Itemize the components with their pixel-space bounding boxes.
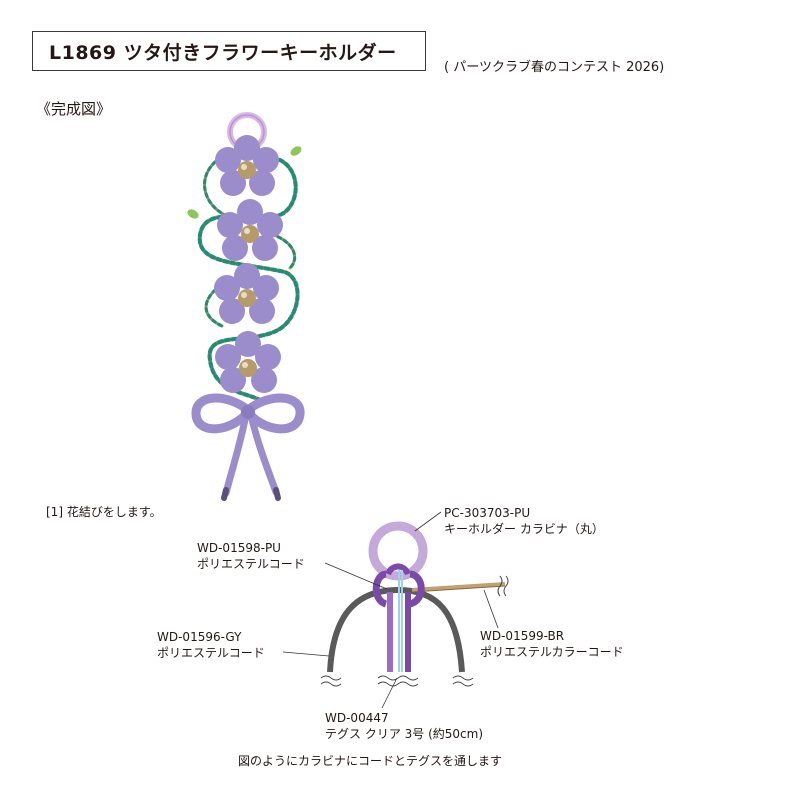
cord-pu-label: WD-01598-PU ポリエステルコード: [197, 540, 305, 572]
leader-lines: [282, 511, 499, 709]
cord-gy-code: WD-01596-GY: [157, 630, 242, 644]
page-title: L1869 ツタ付きフラワーキーホルダー: [49, 41, 397, 64]
flower-1: [215, 135, 279, 196]
tegusu-code: WD-00447: [325, 711, 389, 725]
cord-br-code: WD-01599-BR: [480, 629, 565, 643]
vine-cord: [197, 158, 300, 402]
flower-3: [214, 263, 279, 324]
cord-pu-name: ポリエステルコード: [197, 557, 305, 571]
purple-cord-loop: [372, 570, 425, 608]
step-1-label: [1] 花結びをします。: [46, 505, 162, 519]
carabiner-name: キーホルダー カラビナ（丸）: [444, 522, 604, 536]
gray-cord: [327, 586, 465, 673]
contest-note: ( パーツクラブ春のコンテスト 2026): [444, 60, 665, 75]
cord-br-name: ポリエステルカラーコード: [480, 645, 624, 659]
tegusu-name: テグス クリア 3号 (約50cm): [325, 727, 483, 741]
cord-gy-name: ポリエステルコード: [157, 646, 265, 660]
leaf-icon: [290, 146, 302, 156]
brown-cord: [411, 582, 506, 592]
bow: [191, 393, 305, 497]
section-label-completed: 《完成図》: [36, 100, 112, 118]
tegusu-label: WD-00447 テグス クリア 3号 (約50cm): [325, 710, 483, 742]
cord-gy-label: WD-01596-GY ポリエステルコード: [157, 629, 265, 661]
flower-4: [215, 331, 281, 393]
carabiner-code: PC-303703-PU: [444, 506, 531, 520]
carabiner-label: PC-303703-PU キーホルダー カラビナ（丸）: [444, 505, 604, 537]
title-box: L1869 ツタ付きフラワーキーホルダー: [32, 31, 426, 71]
cut-marks: [320, 575, 509, 687]
cord-br-label: WD-01599-BR ポリエステルカラーコード: [480, 628, 624, 660]
cord-pu-code: WD-01598-PU: [197, 541, 281, 555]
leaf-icon: [187, 209, 199, 219]
diagram-caption: 図のようにカラビナにコードとテグスを通します: [238, 754, 503, 768]
flower-2: [217, 199, 283, 261]
